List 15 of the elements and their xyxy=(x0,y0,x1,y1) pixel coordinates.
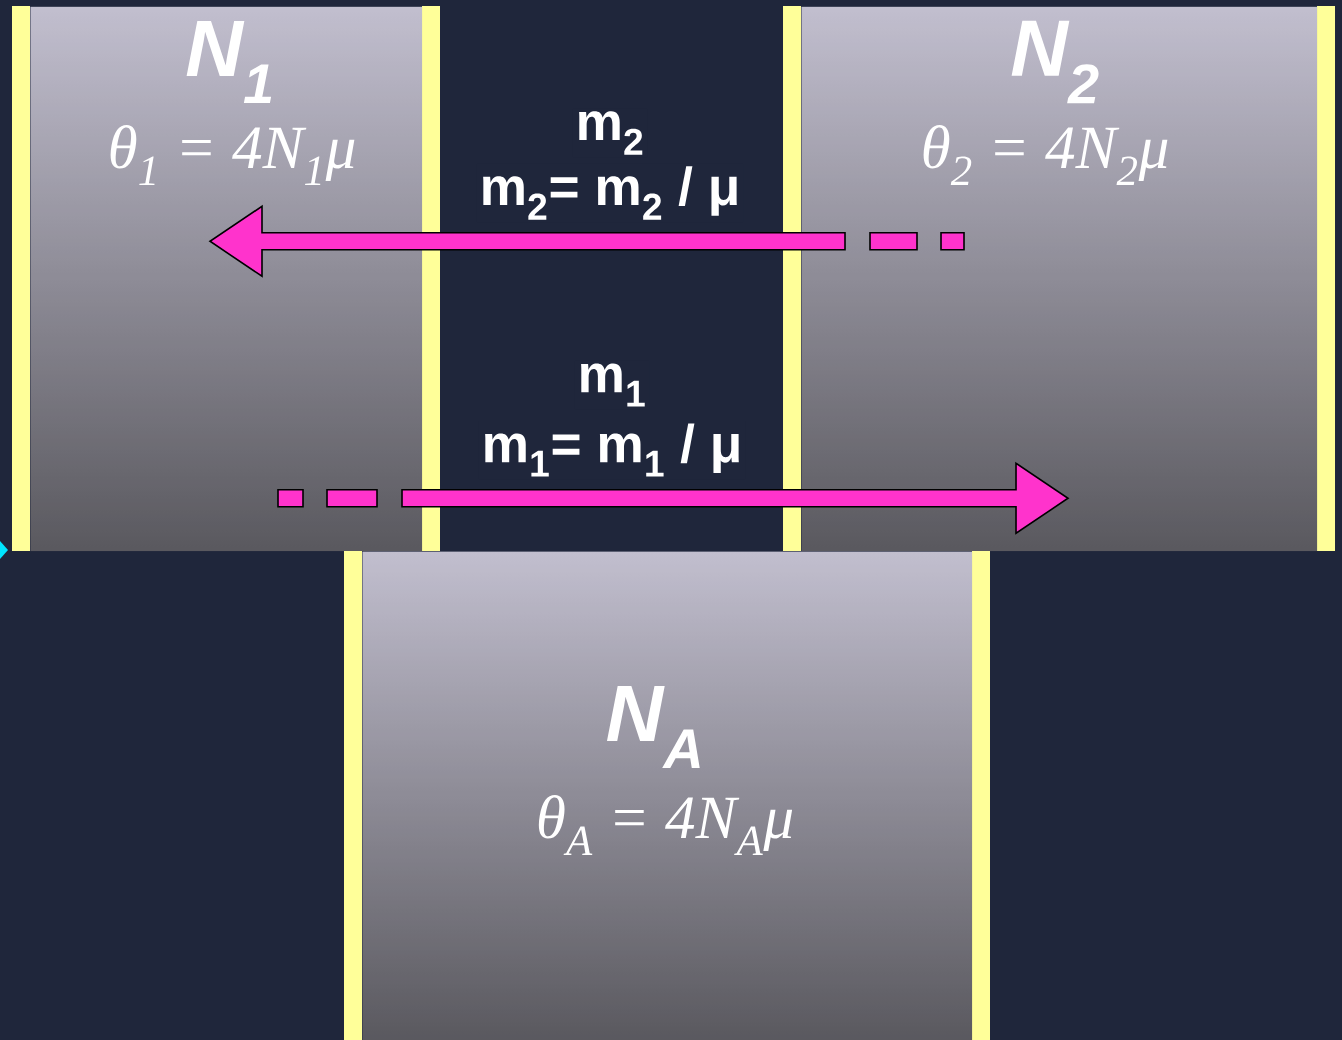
rate-formula: m$_{1}$= m$_{1}$ / μ xyxy=(478,420,746,480)
edge-label: m$_{2}$ xyxy=(572,108,648,158)
population-label: N$_{1}$ xyxy=(186,20,272,104)
population-label: N$_{2}$ xyxy=(1011,20,1099,104)
arrow xyxy=(277,461,1070,535)
formula: θ$_{2}$ = 4N$_{2}$μ xyxy=(923,125,1168,185)
panel xyxy=(783,6,1335,551)
arrow xyxy=(208,204,965,278)
formula: θ$_{A}$ = 4N$_{A}$μ xyxy=(538,795,793,855)
formula: θ$_{1}$ = 4N$_{1}$μ xyxy=(110,125,355,185)
population-label: N$_{A}$ xyxy=(606,685,700,769)
panel xyxy=(344,551,990,1040)
edge-label: m$_{1}$ xyxy=(574,360,650,410)
rate-formula: m$_{2}$= m$_{2}$ / μ xyxy=(476,163,744,223)
panel xyxy=(12,6,440,551)
